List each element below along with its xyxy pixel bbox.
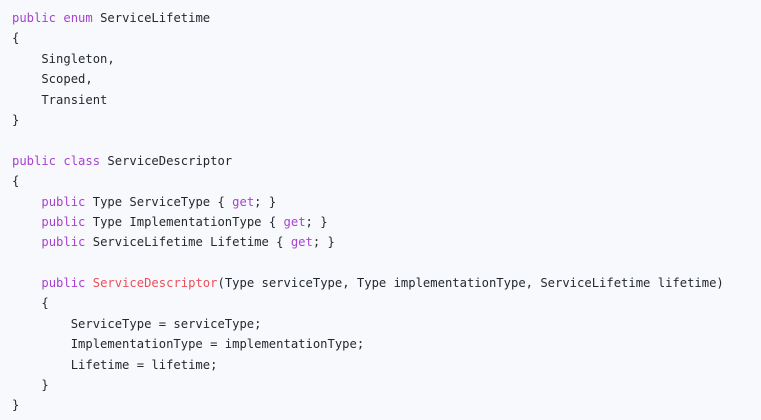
- code-text: ImplementationType = implementationType;: [12, 337, 365, 352]
- code-text: Type ServiceType {: [85, 194, 233, 209]
- code-text: {: [12, 296, 49, 311]
- code-line: public class ServiceDescriptor: [12, 151, 761, 171]
- code-text: {: [12, 174, 20, 189]
- code-line: Scoped,: [12, 69, 761, 89]
- code-keyword: public: [12, 11, 57, 25]
- code-text: Lifetime = lifetime;: [12, 357, 218, 372]
- code-keyword: get: [232, 194, 255, 209]
- code-line: Lifetime = lifetime;: [12, 355, 761, 375]
- code-line: public Type ServiceType { get; }: [12, 192, 761, 212]
- code-text: Singleton,: [12, 51, 115, 66]
- code-function-name: ServiceDescriptor: [92, 276, 218, 291]
- code-line: public ServiceLifetime Lifetime { get; }: [12, 232, 761, 252]
- code-text: }: [12, 398, 20, 413]
- code-text: ServiceDescriptor: [100, 153, 233, 168]
- code-line: public Type ImplementationType { get; }: [12, 212, 761, 232]
- code-line: {: [12, 171, 761, 191]
- code-text: (Type serviceType, Type implementationTy…: [217, 276, 724, 291]
- code-line: {: [12, 293, 761, 313]
- code-line: }: [12, 110, 761, 130]
- code-line: public ServiceDescriptor(Type serviceTyp…: [12, 273, 761, 293]
- code-text: }: [12, 112, 20, 127]
- code-line: {: [12, 28, 761, 48]
- code-line: ServiceType = serviceType;: [12, 314, 761, 334]
- code-keyword: enum: [63, 11, 93, 25]
- code-text: ; }: [312, 235, 335, 250]
- code-text: [12, 195, 41, 209]
- code-line: public enum ServiceLifetime: [12, 8, 761, 28]
- code-keyword: class: [63, 153, 101, 168]
- code-text: }: [12, 378, 49, 393]
- code-line: Transient: [12, 90, 761, 110]
- code-line: ​: [12, 130, 761, 150]
- code-keyword: public: [41, 235, 86, 250]
- code-keyword: public: [41, 194, 86, 209]
- code-text: Type ImplementationType {: [85, 214, 284, 229]
- code-line: ​: [12, 253, 761, 273]
- code-keyword: get: [283, 214, 306, 229]
- code-text: {: [12, 31, 20, 46]
- code-text: [85, 276, 92, 290]
- code-keyword: get: [290, 235, 313, 250]
- code-keyword: public: [12, 153, 57, 168]
- code-text: ; }: [254, 194, 277, 209]
- code-text: ServiceLifetime Lifetime {: [85, 235, 291, 250]
- code-keyword: public: [41, 214, 86, 229]
- code-text: [12, 276, 41, 290]
- code-text: ServiceType = serviceType;: [12, 316, 262, 331]
- code-text: [12, 215, 41, 229]
- code-text: ServiceLifetime: [92, 11, 211, 25]
- code-line: Singleton,: [12, 49, 761, 69]
- code-line: }: [12, 395, 761, 415]
- code-text: [12, 235, 41, 249]
- code-text: Scoped,: [12, 72, 93, 87]
- code-line: }: [12, 375, 761, 395]
- code-text: ; }: [305, 214, 328, 229]
- code-line: ImplementationType = implementationType;: [12, 334, 761, 354]
- code-text: Transient: [12, 92, 108, 107]
- code-keyword: public: [41, 276, 86, 291]
